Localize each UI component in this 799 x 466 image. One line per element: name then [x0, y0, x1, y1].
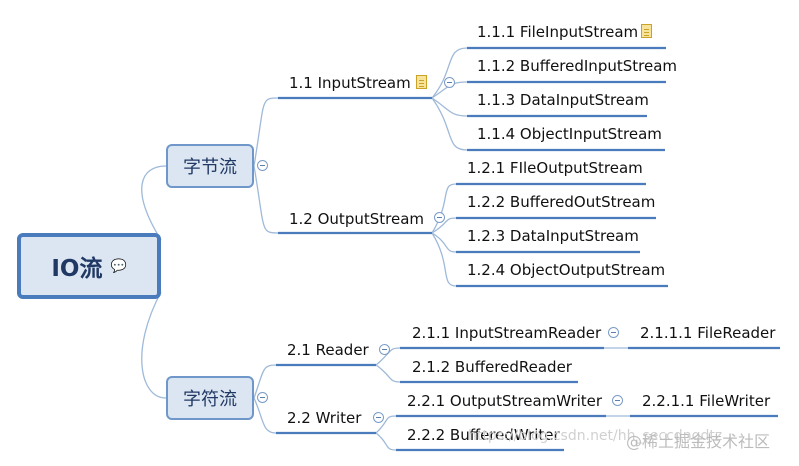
collapse-icon[interactable]: [608, 327, 619, 338]
watermark-brand: @稀土掘金技术社区: [626, 432, 771, 451]
node-label: 字节流: [183, 157, 237, 178]
node-writer[interactable]: 2.2 Writer: [287, 409, 362, 427]
connector-root-char: [141, 291, 167, 399]
leaf-bufferedoutstream[interactable]: 1.2.2 BufferedOutStream: [467, 193, 656, 211]
connector-byte-input: [253, 97, 279, 167]
collapse-icon[interactable]: [373, 412, 384, 423]
node-byte-stream[interactable]: 字节流: [166, 144, 254, 188]
collapse-icon[interactable]: [444, 77, 455, 88]
node-reader[interactable]: 2.1 Reader: [287, 341, 369, 359]
leaf-objectinputstream[interactable]: 1.1.4 ObjectInputStream: [477, 125, 662, 143]
root-node[interactable]: IO流 💬: [17, 233, 161, 299]
leaf-datainputstream-out[interactable]: 1.2.3 DataInputStream: [467, 227, 639, 245]
leaf-bufferedreader[interactable]: 2.1.2 BufferedReader: [412, 358, 572, 376]
leaf-fileoutputstream[interactable]: 1.2.1 FIleOutputStream: [467, 159, 643, 177]
watermark-url: https://blog.csdn.net/hh_seccdnqdtz: [468, 428, 723, 444]
collapse-icon[interactable]: [379, 344, 390, 355]
leaf-inputstreamreader[interactable]: 2.1.1 InputStreamReader: [412, 324, 602, 342]
leaf-bufferedinputstream[interactable]: 1.1.2 BufferedInputStream: [477, 57, 677, 75]
node-outputstream[interactable]: 1.2 OutputStream: [289, 210, 424, 228]
connector-byte-output: [253, 165, 279, 234]
collapse-icon[interactable]: [434, 212, 445, 223]
note-icon[interactable]: [416, 75, 427, 89]
node-char-stream[interactable]: 字符流: [166, 376, 254, 420]
comment-icon[interactable]: 💬: [110, 258, 127, 274]
leaf-datainputstream[interactable]: 1.1.3 DataInputStream: [477, 91, 649, 109]
note-icon[interactable]: [641, 24, 652, 38]
collapse-icon[interactable]: [257, 160, 268, 171]
leaf-fileinputstream[interactable]: 1.1.1 FileInputStream: [477, 23, 639, 41]
leaf-filereader[interactable]: 2.1.1.1 FileReader: [640, 324, 776, 342]
leaf-objectoutputstream[interactable]: 1.2.4 ObjectOutputStream: [467, 261, 666, 279]
collapse-icon[interactable]: [257, 392, 268, 403]
leaf-bufferedwriter[interactable]: 2.2.2 BufferedWriter: [407, 426, 560, 444]
node-label: 字符流: [183, 389, 237, 410]
leaf-outputstreamwriter[interactable]: 2.2.1 OutputStreamWriter: [407, 392, 603, 410]
collapse-icon[interactable]: [612, 395, 623, 406]
node-inputstream[interactable]: 1.1 InputStream: [289, 74, 411, 92]
leaf-filewriter[interactable]: 2.2.1.1 FileWriter: [642, 392, 771, 410]
root-label: IO流: [51, 256, 103, 282]
connector-root-byte: [141, 165, 167, 241]
